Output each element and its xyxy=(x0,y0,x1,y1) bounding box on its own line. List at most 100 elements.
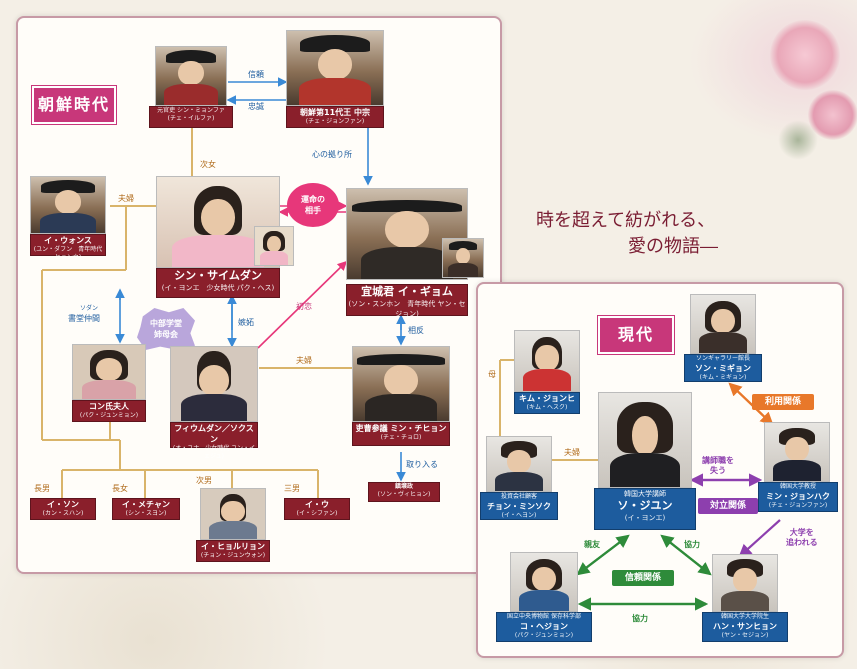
photo-saimdang xyxy=(156,176,280,268)
actor-gyeom: (ソン・スンホン 青年時代 ヤン・セジョン) xyxy=(348,300,466,318)
actor-ko-hejong: (パク・ジュンミョン) xyxy=(514,632,574,639)
name-i-u: イ・ウ (イ・シファン) xyxy=(284,498,350,520)
rel-third-son: 三男 xyxy=(284,484,300,493)
role-chon-minsok: 投資会社顧客 xyxy=(500,493,537,500)
actor-i-son: (カン・スハン) xyxy=(42,510,84,517)
name-thugs: 鎮壌政 (ソン・ヴィヒョン) xyxy=(368,482,440,502)
actor-ji-yun: (イ・ヨンエ) xyxy=(624,514,666,522)
photo-han-sanghyon xyxy=(712,554,778,612)
label-i-u: イ・ウ xyxy=(305,500,329,509)
actor-min-jonghak: (チェ・ジョンファン) xyxy=(768,502,828,509)
destiny-badge: 運命の 相手 xyxy=(287,183,339,227)
photo-kim-jonghui xyxy=(514,330,580,392)
name-shin-myonghwa: 元官吏 シン・ミョンファ (チェ・イルファ) xyxy=(149,106,233,128)
actor-shin-myonghwa: (チェ・イルファ) xyxy=(167,115,215,122)
label-fwiumdang: フィウムダン／ソクスン xyxy=(174,424,254,444)
actor-i-hyolyon: (チョン・ジュンウォン) xyxy=(200,552,266,559)
name-ko-hejong: 国立中央博物館 保存科学部 コ・ヘジョン (パク・ジュンミョン) xyxy=(496,612,592,642)
rel-husband-modern: 夫婦 xyxy=(564,448,580,457)
tagline-line2: 愛の物語― xyxy=(628,236,718,257)
rel-mother: 母 xyxy=(488,370,496,379)
rel-second-son: 次男 xyxy=(196,476,212,485)
label-ji-yun: ソ・ジユン xyxy=(617,499,673,512)
rel-husband-min: 夫婦 xyxy=(296,356,312,365)
label-min-jonghak: ミン・ジョンハク xyxy=(766,492,830,501)
name-min-chihyon: 吏曹参議 ミン・チヒョン (チェ・チョロ) xyxy=(352,422,450,446)
club-line2: 姉母会 xyxy=(154,330,178,339)
rel-eldest-son: 長男 xyxy=(34,484,50,493)
name-i-mechan: イ・メチャン (シン・スヨン) xyxy=(112,498,180,520)
name-chon-minsok: 投資会社顧客 チョン・ミンソク (イ・ヘヨン) xyxy=(480,492,558,520)
actor-saimdang: (イ・ヨンエ 少女時代 パク・ヘス) xyxy=(161,284,275,292)
rel-chased: 大学を 追われる xyxy=(786,528,818,548)
tagline: 時を超えて紡がれる、 愛の物語― xyxy=(536,208,718,260)
label-gyeom: 宜城君 イ・ギョム xyxy=(361,285,453,298)
actor-kim-jonghui: (キム・ヘスク) xyxy=(526,404,568,411)
label-i-mechan: イ・メチャン xyxy=(122,500,170,509)
role-son-migyong: ソンギャラリー館長 xyxy=(695,355,750,362)
chased-line1: 大学を xyxy=(789,528,814,537)
name-i-wonsu: イ・ウォンス (ユン・ダフン 青年時代 ヒョンウ) xyxy=(30,234,106,261)
rel-trust-tag: 信頼関係 xyxy=(612,570,674,586)
rel-husband-wonsu: 夫婦 xyxy=(118,194,134,203)
tagline-line1: 時を超えて紡がれる、 xyxy=(536,210,716,231)
rel-lost-job: 講師職を 失う xyxy=(702,456,734,476)
lost-line2: 失う xyxy=(710,466,726,475)
actor-min-chihyon: (チェ・チョロ) xyxy=(380,434,422,441)
rel-classmate: 書堂仲間 xyxy=(68,314,100,323)
actor-han-sanghyon: (ヤン・セジョン) xyxy=(721,632,769,639)
actor-i-mechan: (シン・スヨン) xyxy=(125,510,167,517)
photo-min-jonghak xyxy=(764,422,830,482)
photo-jungjong xyxy=(286,30,384,106)
role-ko-hejong: 国立中央博物館 保存科学部 xyxy=(507,613,581,620)
photo-min-chihyon xyxy=(352,346,450,422)
actor-thugs: (ソン・ヴィヒョン) xyxy=(377,491,431,498)
joseon-label: 朝鮮時代 xyxy=(31,85,117,125)
destiny-line2: 相手 xyxy=(305,206,321,215)
name-han-sanghyon: 韓国大学大学院生 ハン・サンヒョン (ヤン・セジョン) xyxy=(702,612,788,642)
actor-son-migyong: (キム・ミギョン) xyxy=(699,374,747,381)
photo-young-gyeom xyxy=(442,238,484,278)
label-i-hyolyon: イ・ヒョルリョン xyxy=(201,542,265,551)
rel-cooperation: 協力 xyxy=(684,540,700,549)
label-i-son: イ・ソン xyxy=(47,500,79,509)
photo-kong xyxy=(72,344,146,400)
role-ji-yun: 韓国大学講師 xyxy=(624,490,666,498)
label-i-wonsu: イ・ウォンス xyxy=(44,236,92,245)
rel-loyalty: 忠誠 xyxy=(248,102,264,111)
name-saimdang: シン・サイムダン (イ・ヨンエ 少女時代 パク・ヘス) xyxy=(156,268,280,298)
rel-eldest-daughter: 長女 xyxy=(112,484,128,493)
label-ko-hejong: コ・ヘジョン xyxy=(520,622,568,631)
chased-line2: 追われる xyxy=(786,538,818,547)
rel-oppose-tag: 対立関係 xyxy=(698,498,758,514)
name-fwiumdang: フィウムダン／ソクスン (オ・ユナ 少女時代 ユン・イェジュ) xyxy=(170,422,258,460)
leaf-decoration xyxy=(778,120,818,160)
label-thugs: 鎮壌政 xyxy=(394,483,413,490)
photo-fwiumdang xyxy=(170,346,258,422)
role-shin-myonghwa: 元官吏 シン・ミョンファ xyxy=(157,107,225,114)
name-kim-jonghui: キム・ジョンヒ (キム・ヘスク) xyxy=(514,392,580,414)
label-min-chihyon: 吏曹参議 ミン・チヒョン xyxy=(355,424,447,433)
label-kim-jonghui: キム・ジョンヒ xyxy=(519,394,575,403)
photo-chon-minsok xyxy=(486,436,552,492)
club-badge: 中部学堂 姉母会 xyxy=(137,308,195,350)
modern-label: 現代 xyxy=(597,315,675,355)
photo-i-hyolyon xyxy=(200,488,266,540)
actor-i-wonsu: (ユン・ダフン 青年時代 ヒョンウ) xyxy=(33,246,103,261)
photo-son-migyong xyxy=(690,294,756,354)
club-line1: 中部学堂 xyxy=(150,319,182,328)
photo-young-saimdang xyxy=(254,226,294,266)
label-son-migyong: ソン・ミギョン xyxy=(695,364,751,373)
rel-take-in: 取り入る xyxy=(406,460,438,469)
role-han-sanghyon: 韓国大学大学院生 xyxy=(720,613,769,620)
photo-shin-myonghwa xyxy=(155,46,227,106)
name-i-hyolyon: イ・ヒョルリョン (チョン・ジュンウォン) xyxy=(196,540,270,562)
name-i-son: イ・ソン (カン・スハン) xyxy=(30,498,96,520)
label-kong: コン氏夫人 xyxy=(89,402,129,411)
photo-ko-hejong xyxy=(510,552,578,612)
label-saimdang: シン・サイムダン xyxy=(174,269,262,282)
role-min-jonghak: 韓国大学教授 xyxy=(779,483,816,490)
flower-decoration xyxy=(770,20,840,90)
name-jungjong: 朝鮮第11代王 中宗 (チェ・ジョンファン) xyxy=(286,106,384,128)
actor-i-u: (イ・シファン) xyxy=(296,510,338,517)
